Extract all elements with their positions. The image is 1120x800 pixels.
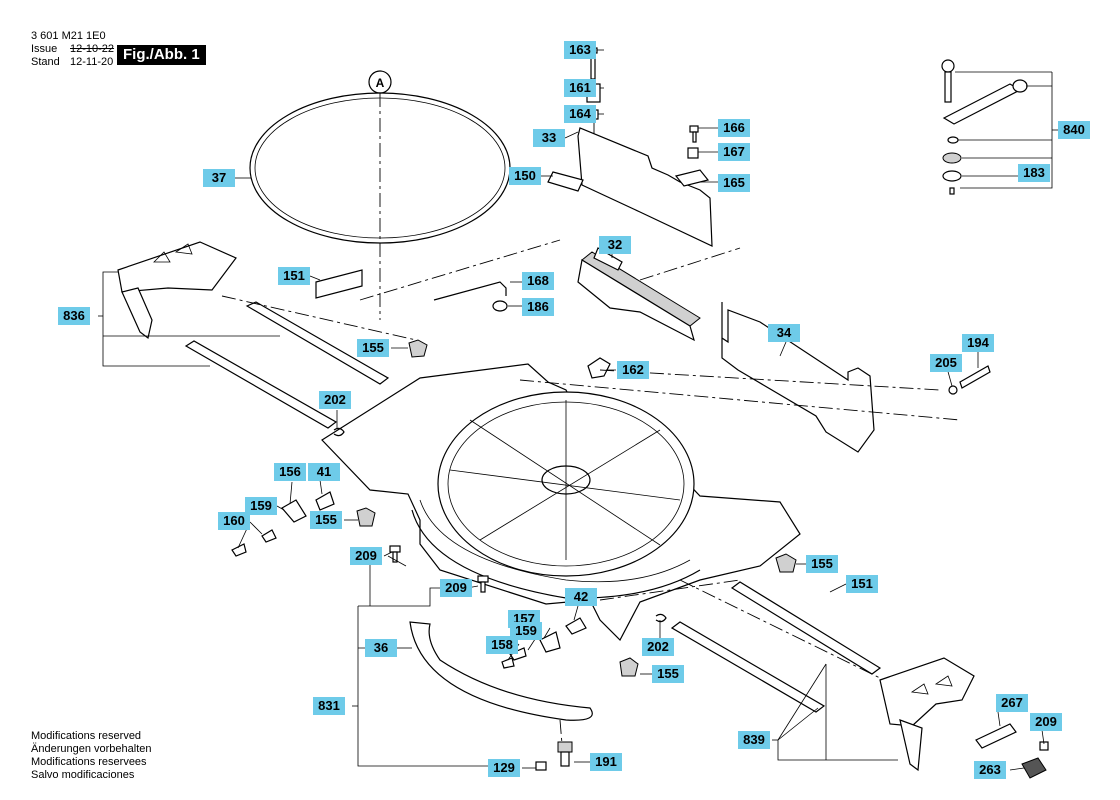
callout-186: 186 (522, 298, 554, 316)
callout-156: 156 (274, 463, 306, 481)
callout-168: 168 (522, 272, 554, 290)
callout-155-b: 155 (310, 511, 342, 529)
callout-202-a: 202 (319, 391, 351, 409)
base-underside-36 (409, 621, 593, 721)
callout-165: 165 (718, 174, 750, 192)
footer-line-de: Änderungen vorbehalten (31, 743, 152, 755)
footer-line-fr: Modifications reservees (31, 756, 147, 768)
callout-209-b: 209 (440, 579, 472, 597)
callout-209-a: 209 (350, 547, 382, 565)
callout-34: 34 (768, 324, 800, 342)
callout-162: 162 (617, 361, 649, 379)
callout-831: 831 (313, 697, 345, 715)
callout-836: 836 (58, 307, 90, 325)
callout-159-b: 159 (510, 622, 542, 640)
issue-date: 12-10-22 (70, 43, 115, 55)
callout-155-a: 155 (357, 339, 389, 357)
callout-155-d: 155 (652, 665, 684, 683)
callout-163: 163 (564, 41, 596, 59)
callout-839: 839 (738, 731, 770, 749)
callout-41: 41 (308, 463, 340, 481)
callout-209-c: 209 (1030, 713, 1062, 731)
fence-32 (577, 259, 695, 342)
callout-32: 32 (599, 236, 631, 254)
callout-150: 150 (509, 167, 541, 185)
footer-line-en: Modifications reserved (31, 730, 142, 742)
callout-263: 263 (974, 761, 1006, 779)
belt-ring-inner (254, 97, 506, 239)
callout-42: 42 (565, 588, 597, 606)
callout-166: 166 (718, 119, 750, 137)
callout-840: 840 (1058, 121, 1090, 139)
fence-34 (721, 302, 875, 453)
stand-date: 12-11-20 (70, 56, 114, 68)
detail-marker-letter: A (376, 76, 385, 90)
callout-160: 160 (218, 512, 250, 530)
callout-129: 129 (488, 759, 520, 777)
callout-155-c: 155 (806, 555, 838, 573)
callout-151-upper: 151 (278, 267, 310, 285)
callout-37: 37 (203, 169, 235, 187)
callout-159-a: 159 (245, 497, 277, 515)
fence-33 (577, 127, 713, 247)
callout-158: 158 (486, 636, 518, 654)
footer-notes: Modifications reserved Änderungen vorbeh… (31, 730, 151, 782)
callout-183: 183 (1018, 164, 1050, 182)
callout-33: 33 (533, 129, 565, 147)
callout-202-b: 202 (642, 638, 674, 656)
callout-205: 205 (930, 354, 962, 372)
callout-151-lower: 151 (846, 575, 878, 593)
callout-36: 36 (365, 639, 397, 657)
callout-267: 267 (996, 694, 1028, 712)
callout-167: 167 (718, 143, 750, 161)
drawing-code: 3 601 M21 1E0 (31, 30, 106, 42)
stand-label: Stand (31, 56, 60, 68)
figure-label: Fig./Abb. 1 (117, 45, 206, 65)
callout-191: 191 (590, 753, 622, 771)
rod-lower-left (184, 340, 338, 429)
left-extension (117, 241, 237, 293)
callout-194: 194 (962, 334, 994, 352)
callout-161: 161 (564, 79, 596, 97)
issue-label: Issue (31, 43, 58, 55)
callout-164: 164 (564, 105, 596, 123)
footer-line-es: Salvo modificaciones (31, 769, 135, 781)
